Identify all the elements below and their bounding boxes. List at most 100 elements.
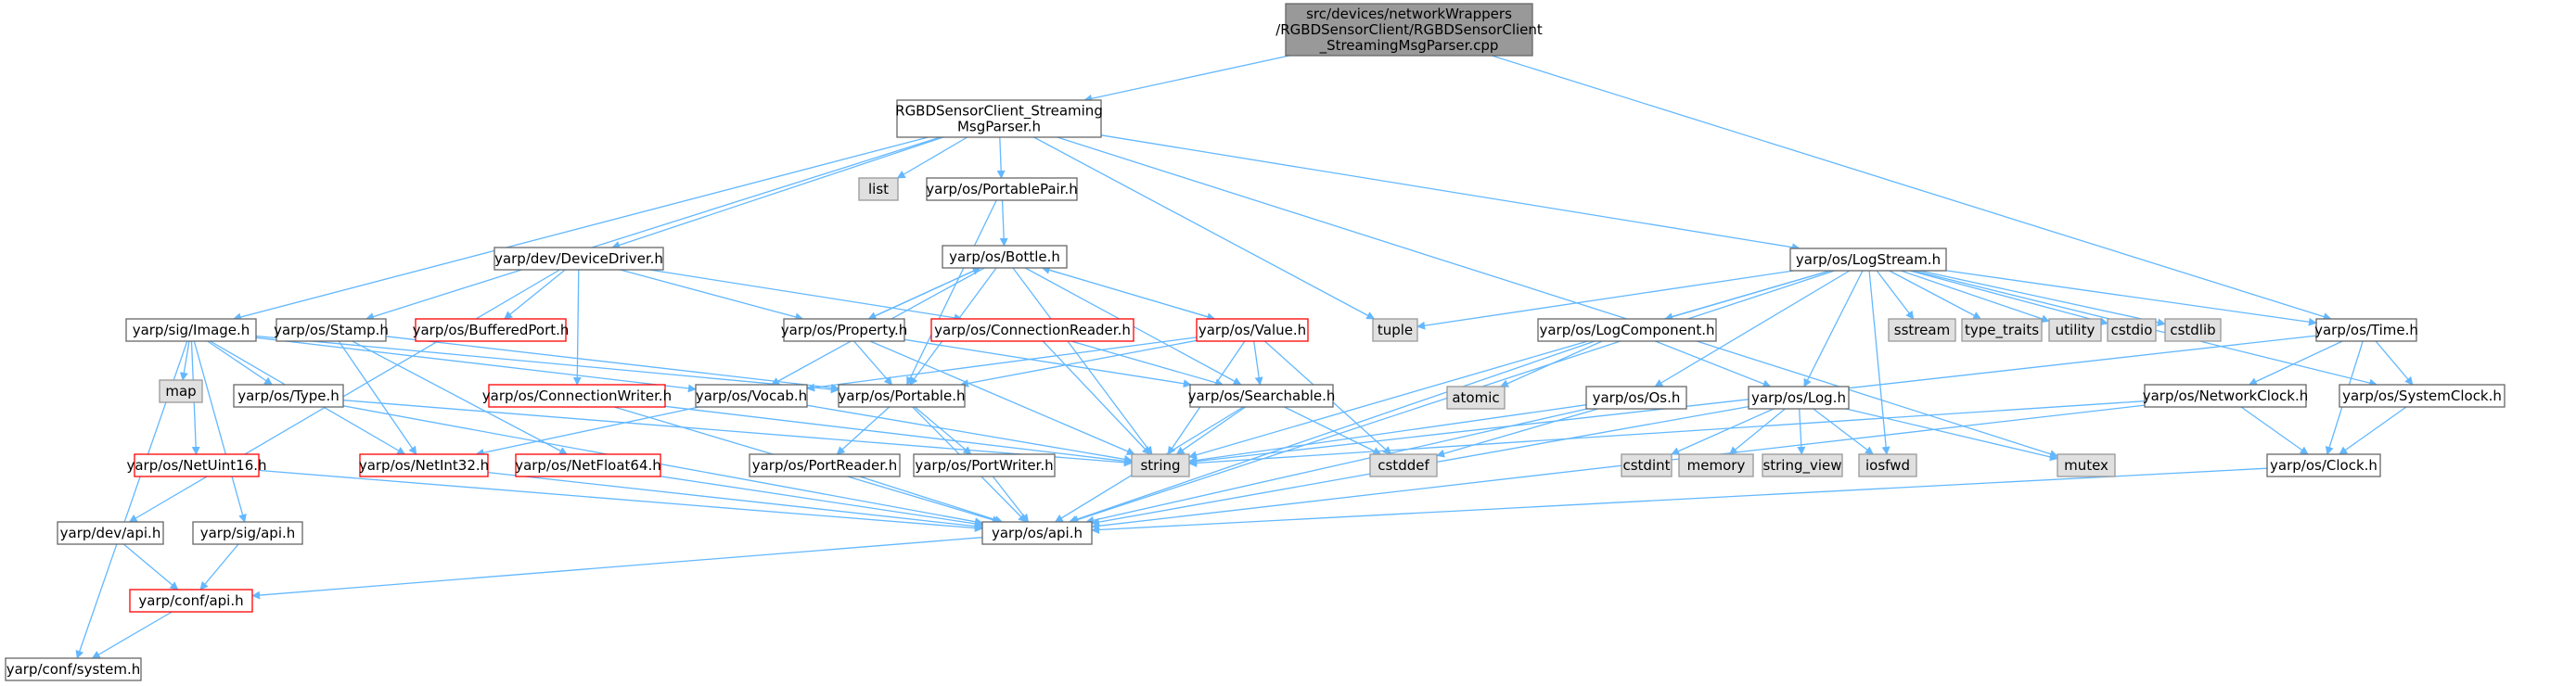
node-box	[488, 384, 666, 408]
node-type[interactable]: yarp/os/Type.h	[233, 384, 344, 408]
edge-os_h-to-cstddef	[1436, 408, 1598, 458]
node-box	[1372, 318, 1418, 342]
node-devicedriver[interactable]: yarp/dev/DeviceDriver.h	[493, 247, 664, 271]
edge-logstream-to-os_h	[1654, 270, 1851, 387]
node-box	[1131, 453, 1190, 477]
node-conf-system[interactable]: yarp/conf/system.h	[5, 657, 142, 681]
edge-image-to-type	[207, 340, 274, 386]
edge-logstream-to-cstdio	[1909, 270, 2108, 326]
node-netfloat64[interactable]: yarp/os/NetFloat64.h	[515, 453, 661, 477]
node-label: yarp/os/Clock.h	[2270, 457, 2377, 474]
node-label: yarp/os/Os.h	[1593, 389, 1681, 406]
node-root[interactable]: src/devices/networkWrappers/RGBDSensorCl…	[1275, 3, 1543, 57]
node-label: yarp/os/LogComponent.h	[1539, 322, 1714, 338]
dependency-nodes: src/devices/networkWrappers/RGBDSensorCl…	[5, 3, 2506, 681]
node-label: yarp/sig/Image.h	[133, 322, 250, 338]
edge-property-to-portable	[853, 340, 893, 386]
node-netint32[interactable]: yarp/os/NetInt32.h	[359, 453, 489, 477]
node-networkclock[interactable]: yarp/os/NetworkClock.h	[2143, 384, 2309, 408]
node-label: string_view	[1762, 457, 1841, 475]
node-os-h[interactable]: yarp/os/Os.h	[1585, 386, 1687, 410]
node-label: yarp/conf/system.h	[6, 661, 141, 678]
node-box	[1762, 453, 1843, 477]
node-dev-api[interactable]: yarp/dev/api.h	[57, 521, 164, 545]
node-box	[276, 318, 387, 342]
node-portablepair[interactable]: yarp/os/PortablePair.h	[926, 177, 1078, 201]
edge-time-to-systemclock	[2375, 340, 2414, 386]
node-box	[930, 318, 1134, 342]
node-box	[1196, 318, 1309, 342]
node-label: yarp/os/ConnectionWriter.h	[482, 387, 672, 404]
node-netuint16[interactable]: yarp/os/NetUint16.h	[126, 453, 267, 477]
edge-stamp-to-netint32	[338, 340, 417, 455]
node-box	[1789, 248, 1947, 272]
node-conf-api[interactable]: yarp/conf/api.h	[129, 589, 253, 613]
node-log[interactable]: yarp/os/Log.h	[1748, 386, 1850, 410]
node-os-api[interactable]: yarp/os/api.h	[981, 521, 1093, 545]
node-clock[interactable]: yarp/os/Clock.h	[2266, 453, 2381, 477]
node-box	[125, 318, 257, 342]
edge-networkclock-to-string	[1188, 400, 2146, 467]
node-label: memory	[1687, 457, 1746, 474]
edge-devicedriver-to-dev_api	[128, 269, 560, 523]
node-box	[981, 521, 1093, 545]
edge-msgparser_h-to-tuple	[1033, 136, 1376, 320]
node-box	[129, 589, 253, 613]
node-logcomponent[interactable]: yarp/os/LogComponent.h	[1537, 318, 1717, 342]
node-box	[2339, 384, 2506, 408]
node-iosfwd: iosfwd	[1858, 453, 1917, 477]
edge-root-to-time	[1492, 55, 2332, 321]
node-connectionreader[interactable]: yarp/os/ConnectionReader.h	[930, 318, 1134, 342]
edge-stamp-to-netfloat64	[352, 340, 568, 455]
node-type-traits: type_traits	[1961, 318, 2043, 342]
edge-netuint16-to-os_api	[258, 469, 983, 533]
node-label: atomic	[1452, 389, 1499, 406]
edge-os_api-to-conf_api	[251, 537, 983, 600]
node-label: yarp/os/ConnectionReader.h	[934, 322, 1131, 338]
edge-logcomponent-to-log	[1655, 340, 1772, 388]
edge-msgparser_h-to-list	[896, 136, 968, 179]
edge-networkclock-to-os_api	[1091, 404, 2146, 530]
node-vocab[interactable]: yarp/os/Vocab.h	[695, 384, 808, 408]
node-box	[134, 453, 260, 477]
node-sig-api[interactable]: yarp/sig/api.h	[192, 521, 303, 545]
node-searchable[interactable]: yarp/os/Searchable.h	[1188, 384, 1336, 408]
node-stamp[interactable]: yarp/os/Stamp.h	[274, 318, 389, 342]
node-image[interactable]: yarp/sig/Image.h	[125, 318, 257, 342]
node-portable[interactable]: yarp/os/Portable.h	[838, 384, 966, 408]
node-logstream[interactable]: yarp/os/LogStream.h	[1789, 248, 1947, 272]
node-label: MsgParser.h	[957, 119, 1041, 135]
edge-portable-to-portwriter	[914, 406, 972, 455]
node-bottle[interactable]: yarp/os/Bottle.h	[942, 245, 1068, 269]
node-label: list	[868, 181, 889, 197]
edge-logcomponent-to-atomic	[1499, 340, 1603, 387]
node-box	[57, 521, 164, 545]
node-box	[2107, 318, 2157, 342]
node-time[interactable]: yarp/os/Time.h	[2314, 318, 2418, 342]
node-connectionwriter[interactable]: yarp/os/ConnectionWriter.h	[482, 384, 672, 408]
node-value[interactable]: yarp/os/Value.h	[1196, 318, 1309, 342]
node-bufferedport[interactable]: yarp/os/BufferedPort.h	[413, 318, 570, 342]
node-box	[1189, 384, 1334, 408]
node-portreader[interactable]: yarp/os/PortReader.h	[749, 453, 901, 477]
edge-logstream-to-time	[1945, 270, 2317, 326]
node-label: RGBDSensorClient_Streaming	[895, 103, 1103, 121]
edge-searchable-to-string	[1175, 406, 1246, 455]
node-box	[838, 384, 966, 408]
node-portwriter[interactable]: yarp/os/PortWriter.h	[913, 453, 1056, 477]
node-property[interactable]: yarp/os/Property.h	[781, 318, 907, 342]
edge-time-to-networkclock	[2248, 340, 2343, 386]
edge-conf_api-to-conf_system	[91, 611, 173, 659]
node-systemclock[interactable]: yarp/os/SystemClock.h	[2339, 384, 2506, 408]
node-label: yarp/dev/DeviceDriver.h	[494, 250, 663, 267]
node-cstdint: cstdint	[1621, 453, 1672, 477]
node-box	[2057, 453, 2116, 477]
edge-os_h-to-os_api	[1085, 408, 1588, 525]
node-msgparser-h[interactable]: RGBDSensorClient_StreamingMsgParser.h	[895, 99, 1103, 138]
node-label: tuple	[1378, 322, 1413, 338]
node-label: yarp/os/Searchable.h	[1188, 387, 1336, 404]
node-sstream: sstream	[1888, 318, 1956, 342]
edge-netfloat64-to-os_api	[660, 476, 983, 528]
node-label: yarp/conf/api.h	[138, 592, 243, 609]
edge-connectionwriter-to-string	[664, 405, 1133, 465]
